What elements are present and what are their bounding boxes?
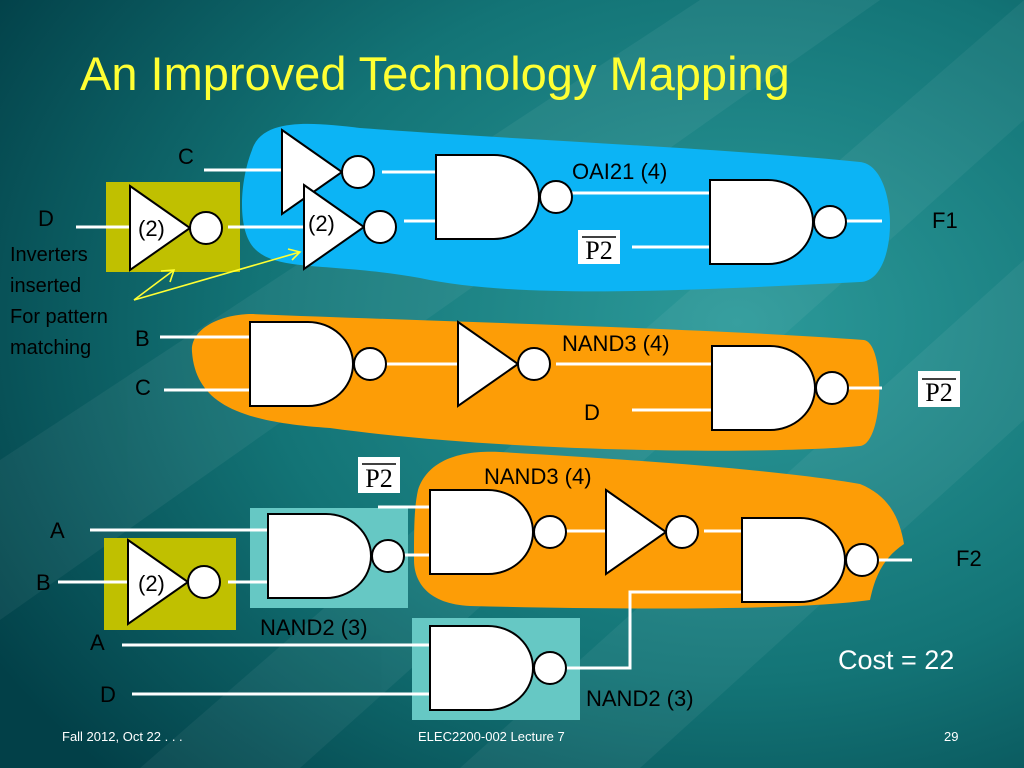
p2-text: P2 <box>585 236 612 265</box>
p2-symbol-output: P2 <box>918 371 960 407</box>
pattern-label-nand2-lower: NAND2 (3) <box>586 686 694 711</box>
p2-text: P2 <box>365 464 392 493</box>
pattern-label-nand3-middle: NAND3 (4) <box>562 331 670 356</box>
annotation-line: inserted <box>10 275 82 297</box>
inverter-cost-bottom-box: (2) <box>138 571 165 596</box>
wires <box>58 168 912 696</box>
slide-title: An Improved Technology Mapping <box>80 47 790 100</box>
inverter-annotation: Inverters inserted For pattern matching <box>10 240 108 364</box>
footer-course: ELEC2200-002 Lecture 7 <box>418 729 565 744</box>
output-label-f2: F2 <box>956 546 982 571</box>
input-label-c-top: C <box>178 144 194 169</box>
p2-text: P2 <box>925 378 952 407</box>
p2-symbol-oai21: P2 <box>578 230 620 265</box>
input-label-b-mid: B <box>135 326 150 351</box>
input-label-b-bot: B <box>36 570 51 595</box>
pattern-label-oai21: OAI21 (4) <box>572 159 668 184</box>
nand3-pattern-region-middle <box>191 314 880 451</box>
pattern-label-nand2-upper: NAND2 (3) <box>260 615 368 640</box>
output-label-f1: F1 <box>932 208 958 233</box>
input-label-d-mid: D <box>584 400 600 425</box>
annotation-line: For pattern <box>10 306 108 328</box>
input-label-a-bot1: A <box>50 518 65 543</box>
input-label-a-bot2: A <box>90 630 105 655</box>
input-label-d-bot: D <box>100 682 116 707</box>
footer-date: Fall 2012, Oct 22 . . . <box>62 729 183 744</box>
annotation-line: matching <box>10 337 92 359</box>
input-label-d-top: D <box>38 206 54 231</box>
annotation-line: Inverters <box>10 244 88 266</box>
inverter-cost-in-blob: (2) <box>308 211 335 236</box>
input-label-c-mid: C <box>135 375 151 400</box>
annotation-arrows <box>133 248 302 301</box>
p2-symbol-input: P2 <box>358 457 400 493</box>
pattern-label-nand3-bottom: NAND3 (4) <box>484 464 592 489</box>
cost-text: Cost = 22 <box>838 645 955 675</box>
footer-page-number: 29 <box>944 729 959 744</box>
inverter-cost-top-box: (2) <box>138 216 165 241</box>
